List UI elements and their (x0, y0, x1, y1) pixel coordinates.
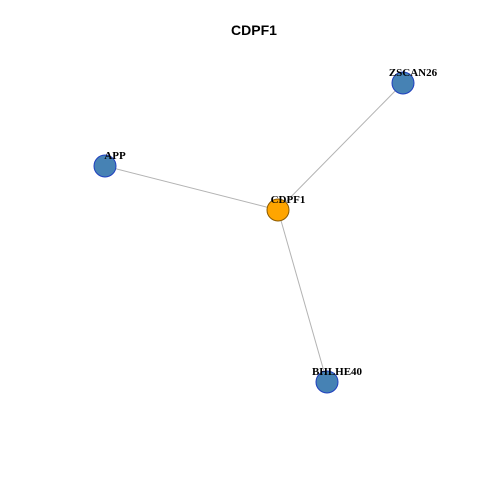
diagram-title: CDPF1 (231, 22, 277, 38)
node-bhlhe40: BHLHE40 (312, 366, 363, 394)
edge-cdpf1-app (104, 165, 279, 211)
node-label-app: APP (104, 150, 126, 162)
node-circle-zscan26 (391, 71, 415, 95)
node-circle-app (93, 154, 117, 178)
node-zscan26: ZSCAN26 (389, 67, 438, 95)
node-label-cdpf1: CDPF1 (271, 194, 306, 206)
node-circle-cdpf1 (266, 198, 290, 222)
node-app: APP (93, 150, 126, 178)
edge-cdpf1-zscan26 (277, 82, 404, 211)
node-cdpf1: CDPF1 (266, 194, 306, 222)
node-label-bhlhe40: BHLHE40 (312, 366, 363, 378)
edge-cdpf1-bhlhe40 (277, 209, 328, 383)
node-circle-bhlhe40 (315, 370, 339, 394)
edges-layer (104, 82, 404, 383)
node-label-zscan26: ZSCAN26 (389, 67, 438, 79)
